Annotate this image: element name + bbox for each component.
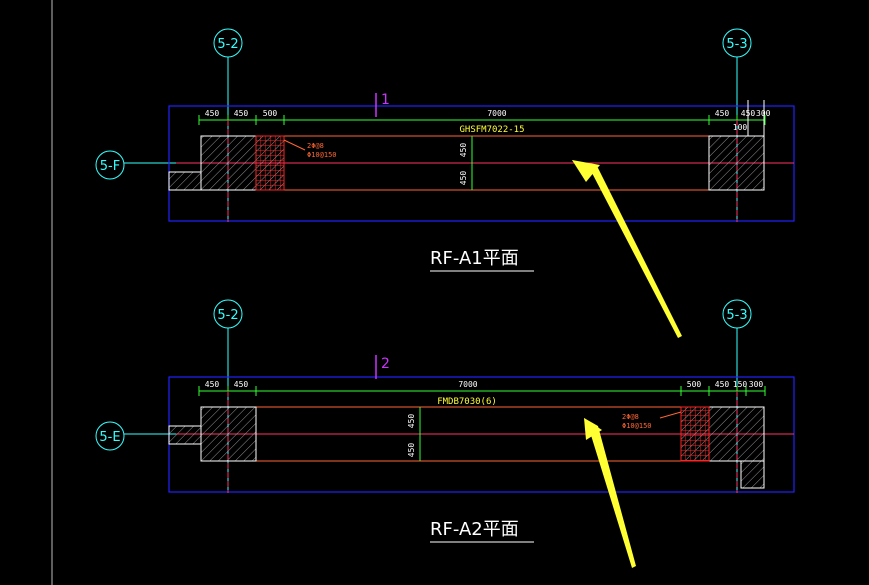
rebar-note-1: 2Φ@8 — [307, 142, 324, 150]
wall-lower-stub — [740, 460, 765, 489]
dim-text: 450 — [715, 380, 730, 389]
annotation-arrow — [584, 418, 636, 568]
beam-tag: GHSFM7022-15 — [459, 125, 524, 135]
wall-side-stub — [168, 171, 202, 191]
dim-text: 450 — [205, 380, 220, 389]
dim-text: 500 — [687, 380, 702, 389]
rebar-note-2: Φ10@150 — [622, 422, 652, 430]
annotation-arrow — [572, 160, 682, 338]
annotation-arrowhead — [572, 160, 600, 182]
axis-label-right: 5-3 — [726, 308, 747, 323]
axis-bubble-side — [95, 150, 125, 180]
dim-text: 150 — [733, 380, 748, 389]
wall-right — [708, 135, 765, 191]
dim-text: 300 — [749, 380, 764, 389]
dim-v2: 450 — [459, 171, 468, 186]
plan-rf-a2: 5-2 5-3 5-E 2 450 450 7000 500 450 150 3… — [95, 299, 795, 568]
dim-text: 7000 — [458, 380, 477, 389]
plan-rf-a1: 5-2 5-3 5-F 1 450 450 500 7000 450 450 3… — [95, 28, 795, 338]
rebar-zone-left — [255, 135, 285, 191]
dim-v2: 450 — [407, 443, 416, 458]
rebar-note-2: Φ10@150 — [307, 151, 337, 159]
section-mark-label: 2 — [381, 356, 390, 372]
axis-label-side: 5-F — [100, 159, 120, 174]
dim-text-100: 100 — [733, 123, 748, 132]
axis-label-right: 5-3 — [726, 37, 747, 52]
wall-side-stub — [168, 425, 202, 445]
plan-title: RF-A2平面 — [430, 519, 519, 540]
axis-bubble-side — [95, 421, 125, 451]
axis-label-left: 5-2 — [217, 308, 238, 323]
note-leader — [659, 411, 682, 419]
rebar-note-1: 2Φ@8 — [622, 413, 639, 421]
dim-text: 7000 — [487, 109, 506, 118]
dim-text: 450 — [205, 109, 220, 118]
axis-label-left: 5-2 — [217, 37, 238, 52]
rebar-zone-right — [680, 406, 710, 462]
note-leader — [283, 139, 306, 151]
dim-text: 500 — [263, 109, 278, 118]
beam-tag: FMDB7030(6) — [437, 397, 497, 407]
plan-title: RF-A1平面 — [430, 248, 519, 269]
axis-label-side: 5-E — [99, 430, 120, 445]
dim-text: 450 — [234, 109, 249, 118]
dim-text: 450 — [715, 109, 730, 118]
dim-v1: 450 — [459, 143, 468, 158]
dim-text: 300 — [756, 109, 771, 118]
dim-v1: 450 — [407, 414, 416, 429]
wall-left — [200, 406, 257, 462]
section-mark-label: 1 — [381, 92, 390, 108]
annotation-arrowhead — [584, 418, 602, 440]
dim-text: 450 — [234, 380, 249, 389]
